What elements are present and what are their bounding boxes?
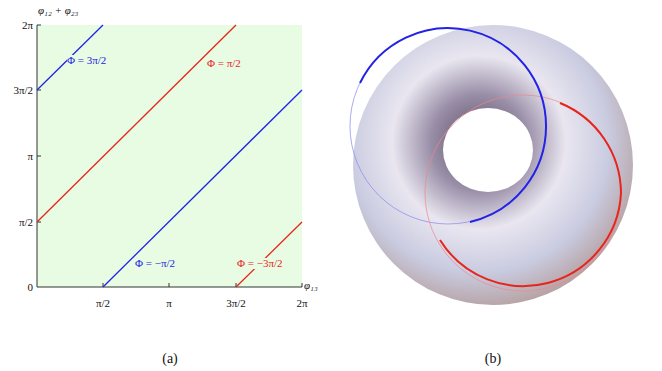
phase-lines bbox=[37, 25, 302, 287]
axis-label: φ₁₂ + φ₂₃ bbox=[38, 5, 78, 16]
plot-area bbox=[37, 25, 302, 287]
line-label: Φ = −3π/2 bbox=[237, 258, 283, 269]
tick-label: 3π/2 bbox=[13, 85, 33, 96]
panel-label: (b) bbox=[485, 352, 501, 366]
tick-label: 2π bbox=[296, 298, 307, 309]
tick-label: 3π/2 bbox=[226, 298, 246, 309]
torus bbox=[350, 25, 633, 305]
panel-label: (a) bbox=[162, 352, 178, 366]
line-label: Φ = 3π/2 bbox=[67, 55, 106, 66]
line-label: Φ = −π/2 bbox=[135, 258, 175, 269]
line-label: Φ = π/2 bbox=[207, 58, 241, 69]
ticks bbox=[37, 25, 302, 287]
tick-label: π/2 bbox=[19, 217, 33, 228]
tick-label: 0 bbox=[28, 282, 34, 293]
tick-label: π/2 bbox=[96, 298, 110, 309]
tick-label: π bbox=[27, 151, 33, 162]
axis-label: φ₁₃ bbox=[304, 280, 318, 291]
tick-label: π bbox=[166, 298, 172, 309]
tick-label: 2π bbox=[22, 20, 33, 31]
